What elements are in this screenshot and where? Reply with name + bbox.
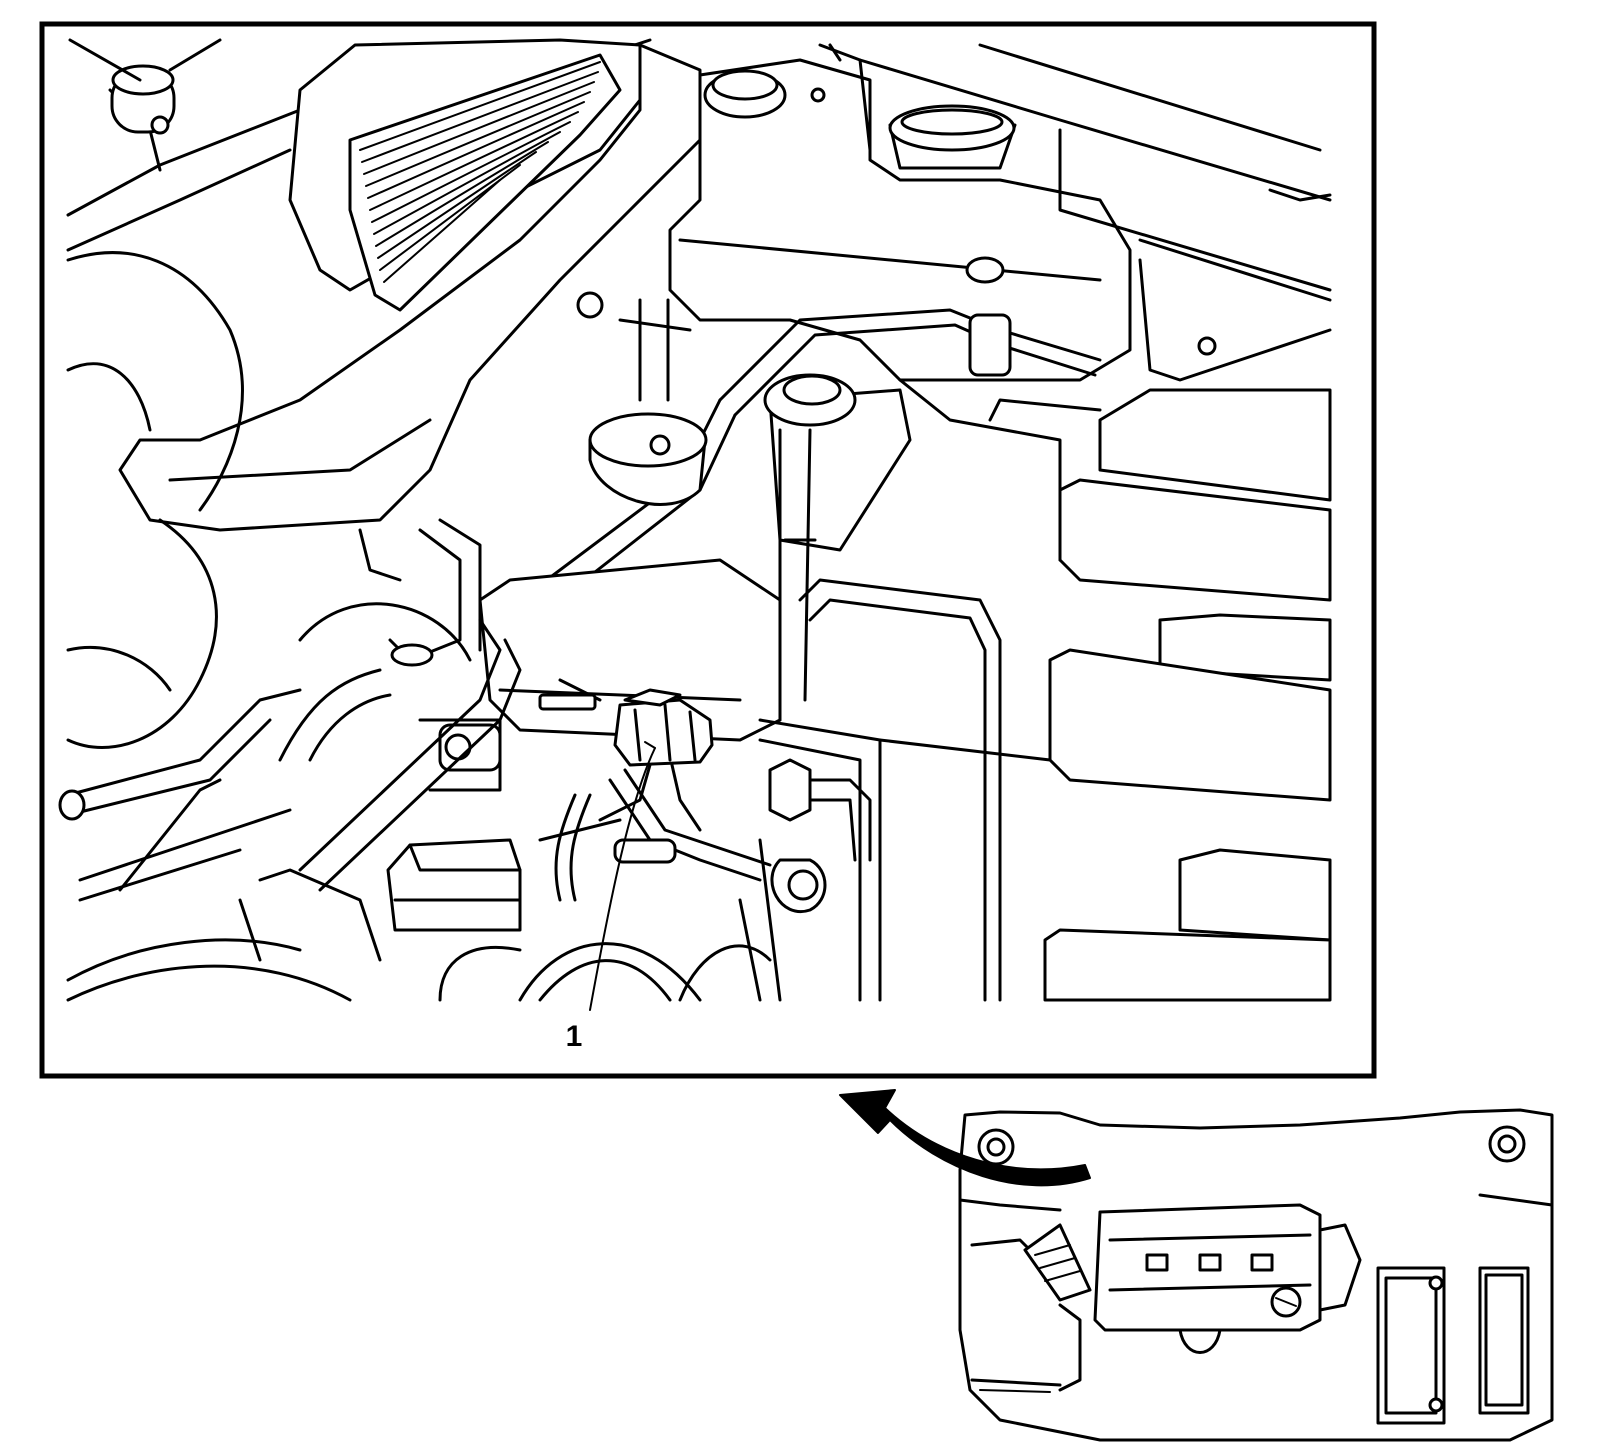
round-cap — [576, 291, 708, 506]
sensor-connector — [598, 688, 714, 832]
center-canister — [763, 373, 912, 722]
engine-block-right — [1043, 388, 1332, 1002]
locator-arrow — [839, 1089, 1091, 1187]
inset-engine — [1093, 1203, 1362, 1354]
center-cover — [758, 378, 1102, 1002]
diagonal-tubes — [298, 518, 522, 892]
lower-left-bracket — [58, 602, 472, 962]
detail-view: 1 — [39, 21, 1377, 1079]
reservoir-cap — [888, 104, 1017, 170]
callout-1: 1 — [566, 741, 656, 1053]
intake-duct — [66, 43, 702, 749]
inset-battery — [1376, 1266, 1530, 1425]
air-filter-housing — [288, 38, 642, 312]
locator-inset — [839, 1089, 1554, 1442]
vacuum-lines — [538, 768, 772, 902]
lower-arcs — [66, 938, 772, 1002]
inset-left-component — [970, 1223, 1092, 1393]
left-connector-block — [386, 838, 522, 932]
filter-ribs — [359, 61, 601, 283]
actuator-housing — [418, 558, 782, 792]
fender-area — [858, 43, 1332, 382]
fittings-lower — [738, 758, 872, 1002]
coolant-reservoir — [668, 43, 1132, 382]
callout-label-1: 1 — [566, 1020, 583, 1053]
